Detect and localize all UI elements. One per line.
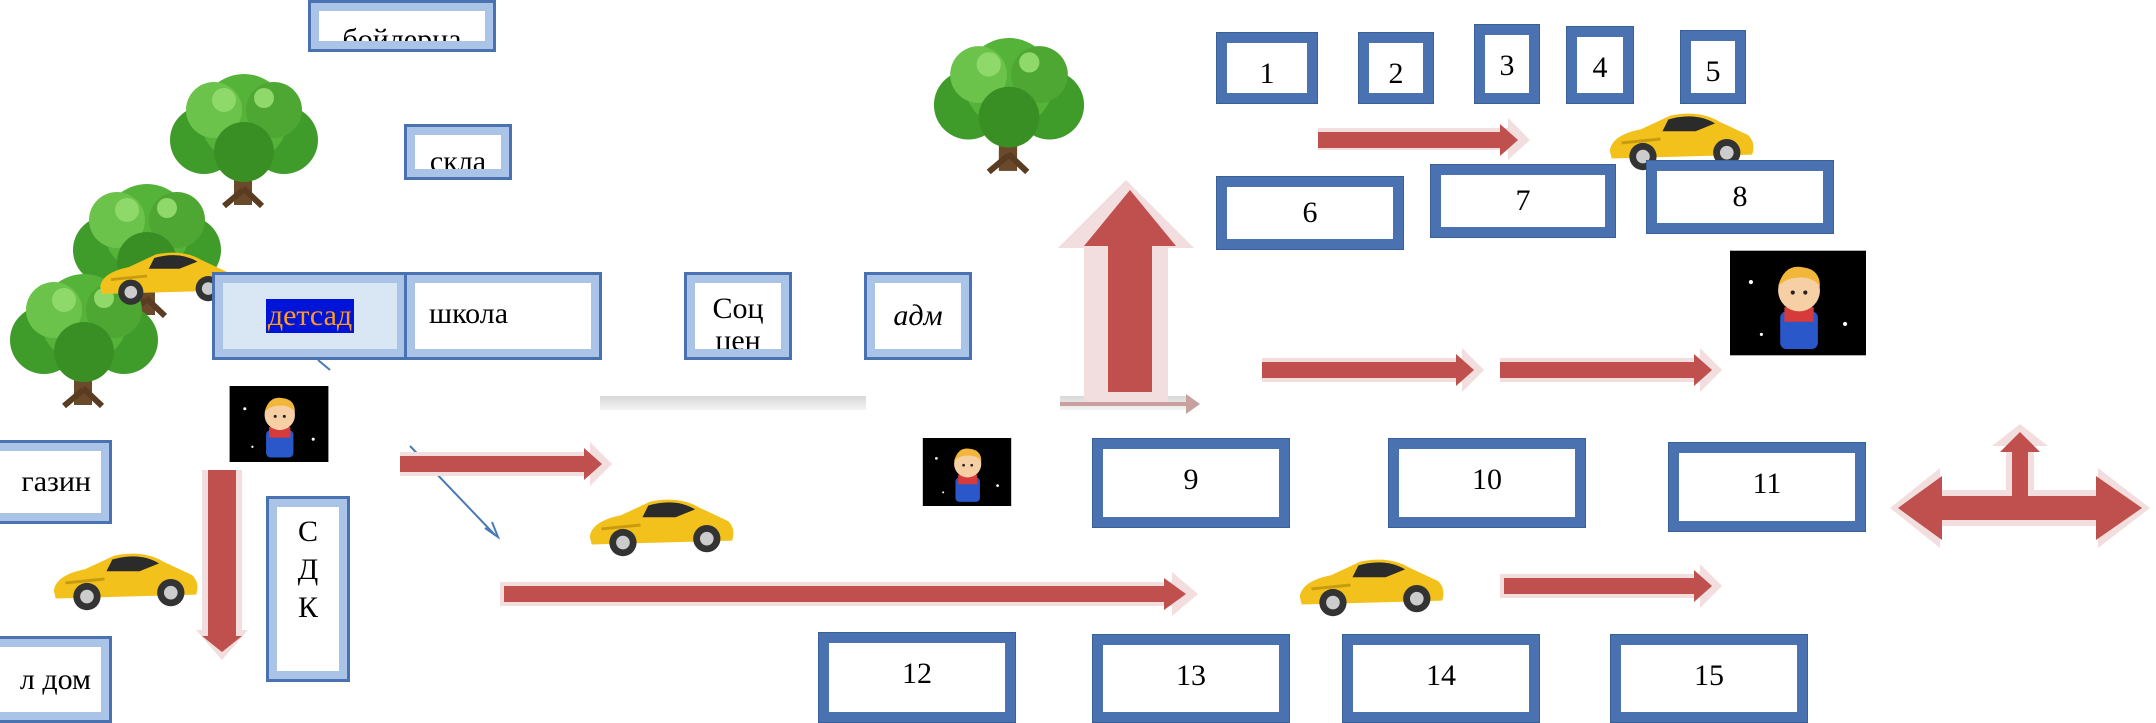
- house-box: 3: [1474, 24, 1540, 104]
- house-box: 6: [1216, 176, 1404, 250]
- red-arrow-icon: [1890, 424, 2150, 548]
- red-arrow-icon: [1058, 180, 1194, 402]
- connector-line: [317, 359, 331, 371]
- house-number: 3: [1485, 35, 1529, 93]
- building-label: К: [297, 591, 318, 624]
- house-number: 15: [1621, 645, 1797, 712]
- building-magazin: газин: [0, 440, 112, 524]
- building-label: газин: [0, 451, 101, 513]
- building-label: бойлерна: [319, 11, 485, 41]
- house-box: 9: [1092, 438, 1290, 528]
- child-icon: [922, 438, 1012, 506]
- building-label: л дом: [0, 647, 101, 712]
- house-box: 13: [1092, 634, 1290, 723]
- child-icon: [1730, 250, 1866, 356]
- house-box: 1: [1216, 32, 1318, 104]
- house-box: 2: [1358, 32, 1434, 104]
- building-sdk: С Д К: [266, 496, 350, 682]
- house-number: 8: [1657, 171, 1823, 223]
- red-arrow-icon: [1060, 394, 1200, 414]
- building-socsen: Соц цен: [684, 272, 792, 360]
- house-box: 8: [1646, 160, 1834, 234]
- building-label: С: [297, 515, 318, 548]
- building-sklad: скла: [404, 124, 512, 180]
- house-box: 7: [1430, 164, 1616, 238]
- yellow-car-icon: [1298, 558, 1445, 618]
- yellow-car-icon: [52, 552, 199, 612]
- red-arrow-icon: [500, 572, 1198, 616]
- building-boilernaya: бойлерна: [308, 0, 496, 52]
- house-number: 1: [1227, 43, 1307, 93]
- yellow-car-icon: [588, 498, 735, 558]
- tree-icon: [934, 38, 1084, 172]
- house-number: 10: [1399, 449, 1575, 517]
- red-arrow-icon: [1262, 348, 1484, 392]
- house-number: 12: [829, 643, 1005, 712]
- building-label: Соц цен: [695, 283, 781, 349]
- house-box: 11: [1668, 442, 1866, 532]
- red-arrow-icon: [1500, 564, 1722, 608]
- tree-icon: [170, 74, 318, 206]
- building-label: Д: [297, 553, 319, 586]
- house-number: 5: [1691, 41, 1735, 93]
- building-detsad: детсад: [212, 272, 408, 360]
- road-segment: [600, 396, 866, 410]
- building-label-stack: С Д К: [277, 507, 339, 671]
- building-label: детсад: [265, 299, 355, 333]
- building-dom: л дом: [0, 636, 112, 723]
- building-label: школа: [415, 283, 591, 349]
- house-number: 9: [1103, 449, 1279, 517]
- house-box: 12: [818, 632, 1016, 723]
- house-number: 2: [1369, 43, 1423, 93]
- child-icon: [229, 386, 329, 462]
- red-arrow-icon: [1500, 348, 1722, 392]
- red-arrow-icon: [400, 442, 612, 486]
- building-label: скла: [415, 135, 501, 169]
- house-number: 7: [1441, 175, 1605, 227]
- house-number: 6: [1227, 187, 1393, 239]
- house-box: 10: [1388, 438, 1586, 528]
- building-label-wrap: детсад: [223, 283, 397, 349]
- house-box: 4: [1566, 26, 1634, 104]
- house-box: 15: [1610, 634, 1808, 723]
- connector-arrowhead: [484, 521, 501, 540]
- house-number: 11: [1679, 453, 1855, 521]
- building-label: адм: [875, 283, 961, 349]
- house-number: 4: [1577, 37, 1623, 93]
- house-box: 14: [1342, 634, 1540, 723]
- house-box: 5: [1680, 30, 1746, 104]
- red-arrow-icon: [196, 470, 248, 660]
- house-number: 13: [1103, 645, 1279, 712]
- building-adm: адм: [864, 272, 972, 360]
- red-arrow-icon: [1318, 118, 1530, 160]
- building-shkola: школа: [404, 272, 602, 360]
- house-number: 14: [1353, 645, 1529, 712]
